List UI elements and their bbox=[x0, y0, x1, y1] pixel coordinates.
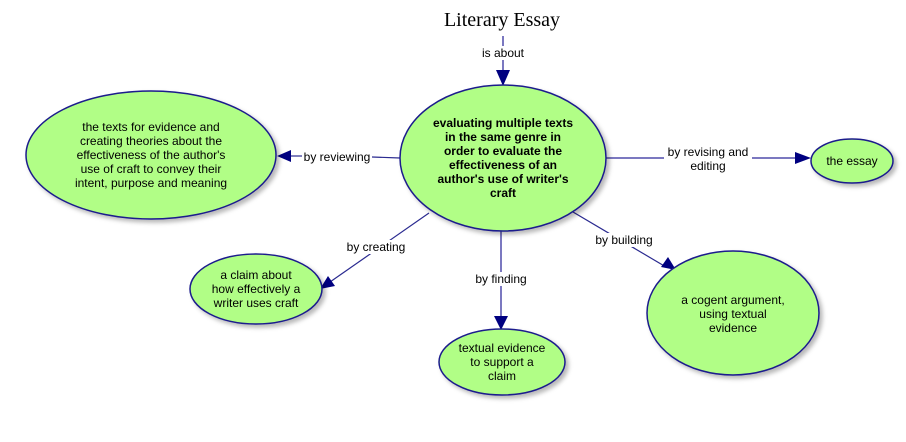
link-label-by-revising[interactable]: by revising and editing bbox=[664, 145, 752, 173]
link-line-by-reviewing-a[interactable] bbox=[371, 156, 401, 159]
link-label-by-creating[interactable]: by creating bbox=[343, 240, 409, 254]
arrowhead-is-about bbox=[496, 70, 510, 86]
node-the-essay-shape[interactable] bbox=[810, 138, 894, 184]
node-texts-for-evidence-text[interactable]: the texts for evidence and creating theo… bbox=[74, 120, 228, 190]
node-cogent-argument-text[interactable]: a cogent argument, using textual evidenc… bbox=[681, 293, 785, 335]
link-label-by-finding[interactable]: by finding bbox=[470, 272, 532, 286]
node-texts-for-evidence-shape[interactable] bbox=[25, 90, 277, 220]
node-central-shape[interactable] bbox=[399, 84, 607, 232]
link-label-is-about[interactable]: is about bbox=[473, 46, 533, 60]
node-central-text[interactable]: evaluating multiple texts in the same ge… bbox=[432, 116, 574, 200]
arrowhead-by-revising bbox=[795, 152, 811, 164]
arrowhead-by-creating bbox=[320, 276, 335, 289]
node-the-essay-text[interactable]: the essay bbox=[826, 154, 878, 168]
node-a-claim-shape[interactable] bbox=[189, 253, 323, 325]
node-textual-evidence-shape[interactable] bbox=[438, 328, 566, 396]
arrowhead-by-reviewing bbox=[277, 150, 291, 162]
map-title[interactable]: Literary Essay bbox=[443, 9, 561, 31]
link-label-by-building[interactable]: by building bbox=[592, 233, 656, 247]
node-a-claim-text[interactable]: a claim about how effectively a writer u… bbox=[211, 268, 301, 310]
arrowhead-by-building bbox=[661, 257, 676, 270]
node-cogent-argument-shape[interactable] bbox=[646, 250, 820, 376]
node-textual-evidence-text[interactable]: textual evidence to support a claim bbox=[458, 341, 546, 383]
link-label-by-reviewing[interactable]: by reviewing bbox=[302, 150, 372, 164]
arrowhead-by-finding bbox=[494, 316, 508, 330]
